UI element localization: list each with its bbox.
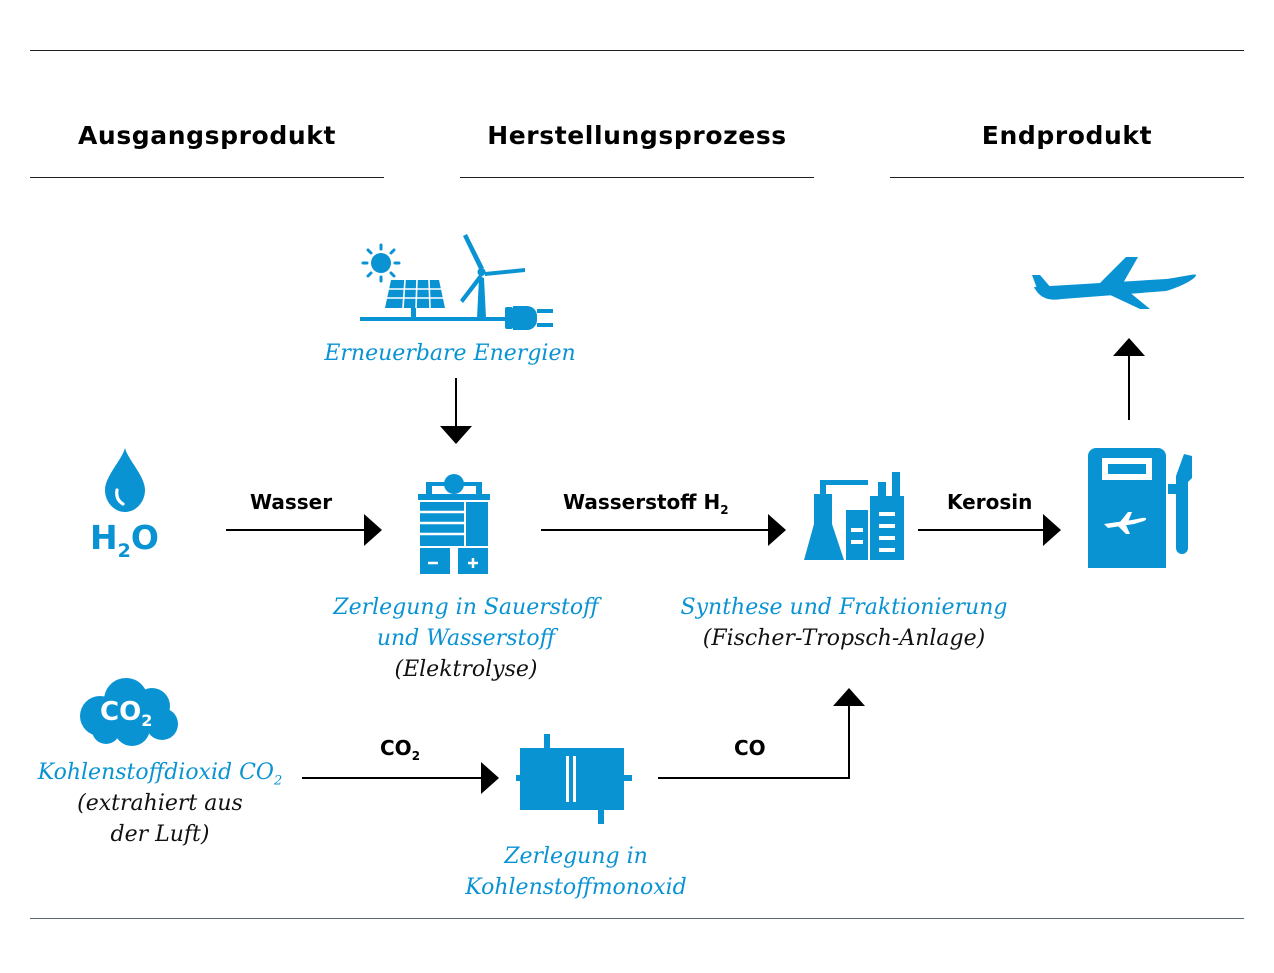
converter-icon <box>516 734 632 824</box>
co2-source-line1: Kohlenstoffdioxid CO2 <box>37 760 283 789</box>
co2-source-line3: der Luft) <box>110 822 210 847</box>
cloud-label: CO2 <box>100 697 153 730</box>
electrolyser-icon <box>418 474 490 574</box>
arrow-co-up <box>658 706 850 779</box>
edge-label-kerosene: Kerosin <box>947 490 1033 514</box>
synthesis-line2: (Fischer-Tropsch-Anlage) <box>702 626 986 651</box>
synthesis-line1: Synthese und Fraktionierung <box>680 595 1008 620</box>
edge-label-co: CO <box>734 736 766 760</box>
electrolysis-line2: und Wasserstoff <box>376 626 556 651</box>
co-conversion-line1: Zerlegung in <box>504 844 648 869</box>
co2-source-line2: (extrahiert aus <box>77 791 243 816</box>
water-formula: H2O <box>90 518 159 562</box>
header-underline-output <box>890 177 1244 178</box>
solar-wind-plug-icon <box>360 234 553 330</box>
water-drop-icon <box>105 448 145 512</box>
header-underline-input <box>30 177 384 178</box>
edge-label-co2: CO2 <box>380 736 421 763</box>
airplane-icon <box>1032 257 1196 309</box>
factory-plant-icon <box>804 472 904 560</box>
cloud-icon <box>80 678 178 746</box>
top-rule <box>30 50 1244 51</box>
edge-label-hydrogen: Wasserstoff H2 <box>563 490 729 517</box>
header-output: Endprodukt <box>981 121 1153 150</box>
electrolysis-line3: (Elektrolyse) <box>394 657 538 682</box>
header-underline-process <box>460 177 814 178</box>
fuel-pump-icon <box>1088 448 1192 568</box>
renewables-label: Erneuerbare Energien <box>324 341 576 366</box>
header-input: Ausgangsprodukt <box>77 121 337 150</box>
co-conversion-line2: Kohlenstoffmonoxid <box>465 875 687 900</box>
bottom-rule <box>30 918 1244 919</box>
header-process: Herstellungsprozess <box>487 121 787 150</box>
edge-label-water: Wasser <box>250 490 333 514</box>
electrolysis-line1: Zerlegung in Sauerstoff <box>333 595 599 620</box>
